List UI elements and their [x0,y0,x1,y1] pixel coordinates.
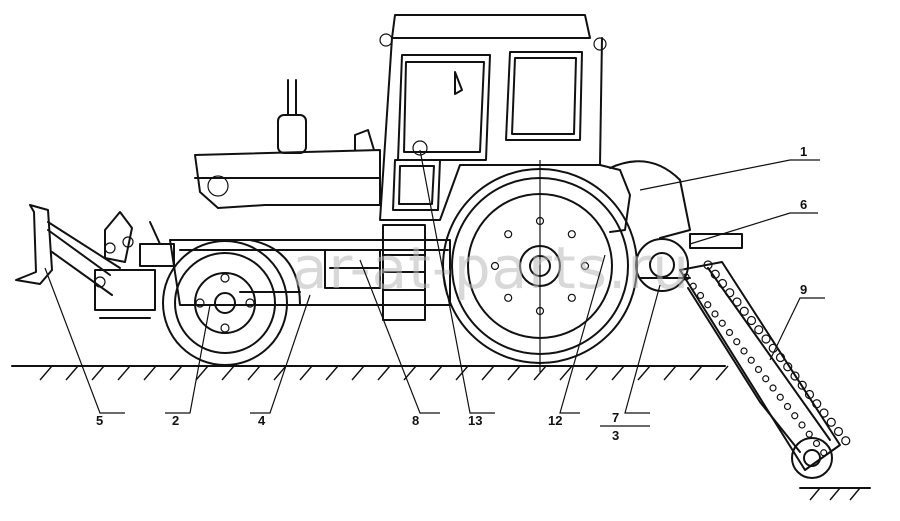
callout-9: 9 [800,282,807,297]
cab [379,14,691,239]
front-blade [15,204,175,319]
ground [11,365,871,501]
callout-3: 3 [612,428,619,443]
callout-5: 5 [96,413,103,428]
callout-13: 13 [468,413,482,428]
callout-1: 1 [800,144,807,159]
trencher-chain [682,260,851,457]
trencher-drive [635,233,743,292]
callout-6: 6 [800,197,807,212]
front-wheel [162,239,301,366]
callout-8: 8 [412,413,419,428]
callout-7: 7 [612,410,619,425]
leader-lines [44,149,825,427]
callout-12: 12 [548,413,562,428]
callouts: 1 6 9 5 2 4 8 13 12 7 3 [96,144,807,443]
callout-2: 2 [172,413,179,428]
rear-wheel-bolts [490,216,590,316]
watermark: ar-at-parts.ru [292,234,690,302]
rear-wheel [442,160,638,372]
ground-hatching [39,365,861,501]
trencher-boom [679,260,851,479]
callout-4: 4 [258,413,266,428]
